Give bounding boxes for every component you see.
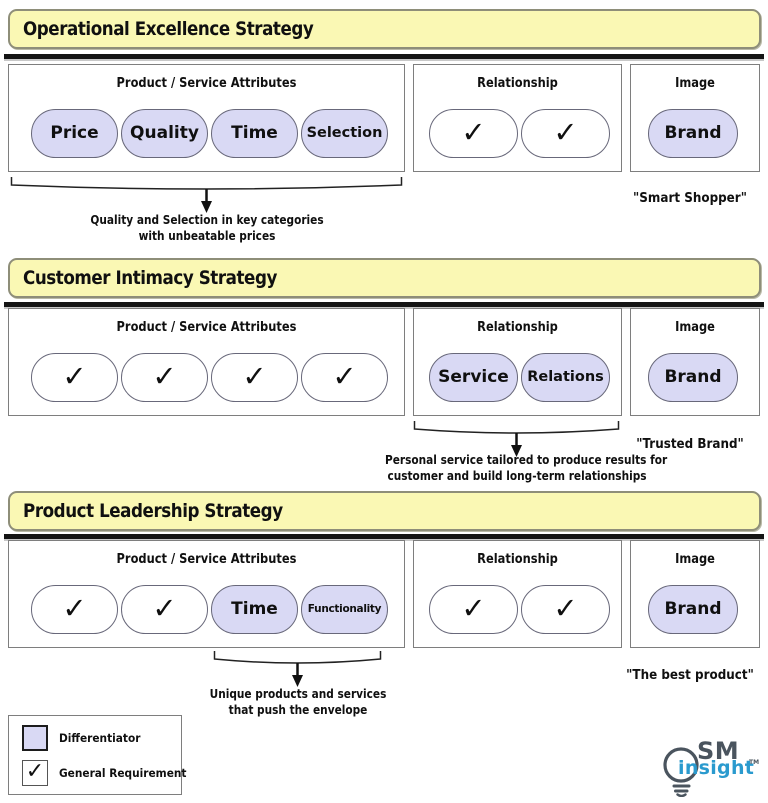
logo-trademark: TM: [749, 759, 760, 766]
pill-functionality: Functionality: [301, 585, 388, 634]
check-pill: ✓: [521, 585, 610, 634]
check-pill: ✓: [31, 585, 118, 634]
section3-brace-arrow: [213, 651, 382, 687]
check-icon: ✓: [553, 591, 578, 625]
check-icon: ✓: [553, 115, 578, 149]
attributes-label: Product / Service Attributes: [116, 76, 297, 91]
check-pill: ✓: [521, 109, 610, 158]
section1-header: Operational Excellence Strategy: [8, 9, 761, 49]
image-label: Image: [675, 552, 715, 567]
section3-image-panel: Image Brand: [630, 540, 760, 648]
section3-title: Product Leadership Strategy: [23, 500, 283, 522]
check-icon: ✓: [332, 359, 357, 393]
section3-relationship-panel: Relationship ✓ ✓: [413, 540, 622, 648]
check-icon: ✓: [152, 359, 177, 393]
quote-best-product: "The best product": [626, 668, 754, 683]
pill-brand: Brand: [648, 585, 738, 634]
section2-relationship-panel: Relationship Service Relations: [413, 308, 622, 416]
pill-price: Price: [31, 109, 118, 158]
pill-brand: Brand: [648, 353, 738, 402]
differentiator-swatch: [22, 725, 48, 751]
section2-annotation-line1: Personal service tailored to produce res…: [385, 453, 668, 467]
check-icon: ✓: [242, 359, 267, 393]
pill-time: Time: [211, 585, 298, 634]
check-icon: ✓: [62, 591, 87, 625]
logo-sm-text: SM: [697, 737, 740, 765]
section1-title: Operational Excellence Strategy: [23, 18, 314, 40]
logo-insight-text: insight: [678, 757, 755, 779]
check-icon: ✓: [62, 359, 87, 393]
relationship-label: Relationship: [477, 552, 558, 567]
check-icon: ✓: [461, 115, 486, 149]
pill-time: Time: [211, 109, 298, 158]
section1-relationship-panel: Relationship ✓ ✓: [413, 64, 622, 172]
section1-divider: [4, 54, 764, 59]
relationship-label: Relationship: [477, 320, 558, 335]
check-icon: ✓: [25, 759, 45, 784]
quote-trusted-brand: "Trusted Brand": [636, 437, 744, 452]
check-pill: ✓: [211, 353, 298, 402]
section2-attributes-panel: Product / Service Attributes ✓ ✓ ✓ ✓: [8, 308, 405, 416]
section3-divider: [4, 534, 764, 539]
pill-service: Service: [429, 353, 518, 402]
attributes-label: Product / Service Attributes: [116, 320, 297, 335]
legend-general-requirement-label: General Requirement: [59, 766, 187, 780]
lightbulb-icon: [663, 747, 699, 797]
legend-box: Differentiator ✓ General Requirement: [8, 715, 186, 795]
check-pill: ✓: [429, 109, 518, 158]
relationship-label: Relationship: [477, 76, 558, 91]
check-pill: ✓: [301, 353, 388, 402]
attributes-label: Product / Service Attributes: [116, 552, 297, 567]
section2-brace-arrow: [413, 421, 620, 457]
section3-attributes-panel: Product / Service Attributes ✓ ✓ Time Fu…: [8, 540, 405, 648]
section1-image-panel: Image Brand: [630, 64, 760, 172]
section1-annotation-line2: with unbeatable prices: [138, 229, 276, 243]
pill-brand: Brand: [648, 109, 738, 158]
check-pill: ✓: [429, 585, 518, 634]
check-icon: ✓: [461, 591, 486, 625]
section2-title: Customer Intimacy Strategy: [23, 267, 277, 289]
quote-smart-shopper: "Smart Shopper": [633, 191, 747, 206]
section2-image-panel: Image Brand: [630, 308, 760, 416]
section2-divider: [4, 302, 764, 307]
general-requirement-swatch: ✓: [22, 760, 48, 786]
check-pill: ✓: [31, 353, 118, 402]
image-label: Image: [675, 320, 715, 335]
section3-header: Product Leadership Strategy: [8, 491, 761, 531]
pill-selection: Selection: [301, 109, 388, 158]
section1-annotation-line1: Quality and Selection in key categories: [90, 213, 324, 227]
pill-quality: Quality: [121, 109, 208, 158]
check-pill: ✓: [121, 353, 208, 402]
check-icon: ✓: [152, 591, 177, 625]
section3-annotation-line1: Unique products and services: [209, 687, 387, 701]
section1-brace-arrow: [10, 177, 403, 213]
image-label: Image: [675, 76, 715, 91]
section3-annotation-line2: that push the envelope: [228, 703, 368, 717]
section2-header: Customer Intimacy Strategy: [8, 258, 761, 298]
section1-attributes-panel: Product / Service Attributes Price Quali…: [8, 64, 405, 172]
section2-annotation-line2: customer and build long-term relationshi…: [387, 469, 647, 483]
legend-differentiator-label: Differentiator: [59, 731, 141, 745]
check-pill: ✓: [121, 585, 208, 634]
pill-relations: Relations: [521, 353, 610, 402]
